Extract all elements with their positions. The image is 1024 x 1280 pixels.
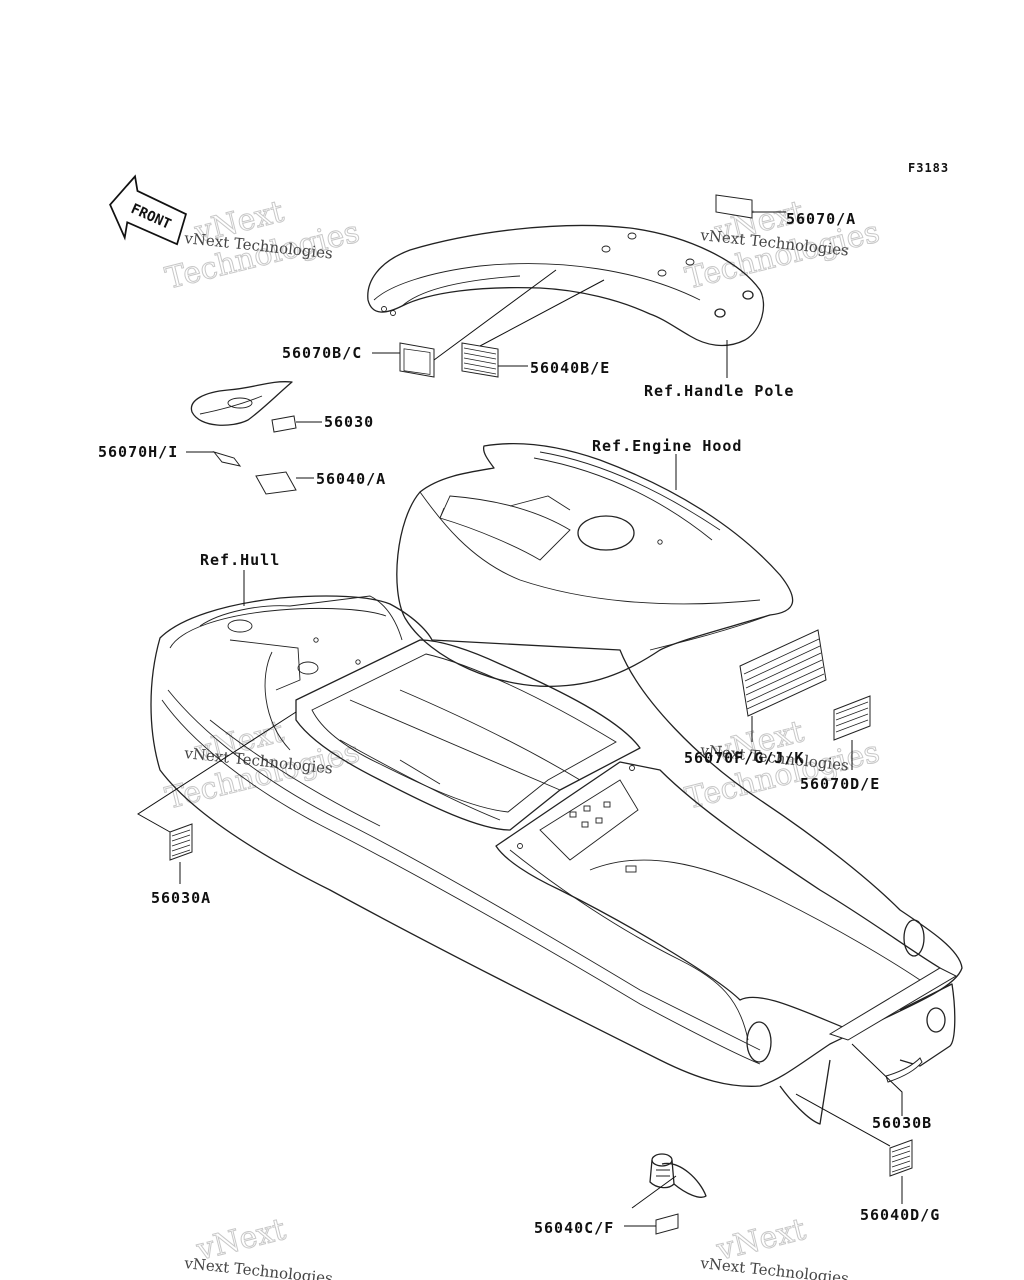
decal-56070d-e <box>833 695 871 741</box>
part-label[interactable]: 56070/A <box>786 210 856 228</box>
decal-56030b <box>885 1057 923 1083</box>
decal-56040d-g <box>889 1139 913 1177</box>
part-label[interactable]: 56030 <box>324 413 374 431</box>
decal-56040-a <box>255 471 297 495</box>
panel-holes <box>569 801 611 828</box>
part-label[interactable]: 56040C/F <box>534 1219 614 1237</box>
reference-label: Ref.Hull <box>200 551 280 569</box>
decal-56030 <box>271 415 297 433</box>
decal-56040c-f <box>655 1213 679 1235</box>
reference-label: Ref.Engine Hood <box>592 437 742 455</box>
decal-56070b-c <box>399 342 435 378</box>
decal-56070h-i <box>212 451 242 467</box>
decals-group <box>169 194 923 1235</box>
decal-56070f-g-j-k <box>739 629 827 717</box>
part-label[interactable]: 56040D/G <box>860 1206 940 1224</box>
hull-drawing <box>150 595 963 1125</box>
engine-hood-drawing <box>396 443 794 687</box>
figure-code: F3183 <box>908 161 949 175</box>
watermark-group: vNext Technologies vNext Technologies vN… <box>161 194 883 1280</box>
part-label[interactable]: 56030B <box>872 1114 932 1132</box>
labels: 56070/A 56070B/C 56040B/E Ref.Handle Pol… <box>98 210 940 1237</box>
part-label[interactable]: 56040/A <box>316 470 386 488</box>
fitting-drawing <box>649 1153 707 1198</box>
part-label[interactable]: 56070H/I <box>98 443 178 461</box>
leader-lines <box>137 211 903 1227</box>
decal-56070-a <box>715 194 753 219</box>
handle-pole-drawing <box>367 224 765 347</box>
part-label[interactable]: 56070B/C <box>282 344 362 362</box>
part-label[interactable]: 56030A <box>151 889 211 907</box>
part-label[interactable]: 56070D/E <box>800 775 880 793</box>
part-label[interactable]: 56070F/G/J/K <box>684 749 804 767</box>
watermark-text: vNext Technologies <box>699 1254 850 1280</box>
front-arrow-icon: FRONT <box>109 174 188 246</box>
part-label[interactable]: 56040B/E <box>530 359 610 377</box>
reference-label: Ref.Handle Pole <box>644 382 794 400</box>
decal-56040b-e <box>461 342 499 378</box>
handlebar-pad-drawing <box>190 381 293 426</box>
watermark-text: vNext Technologies <box>183 1254 334 1280</box>
decal-56030a <box>169 823 193 861</box>
